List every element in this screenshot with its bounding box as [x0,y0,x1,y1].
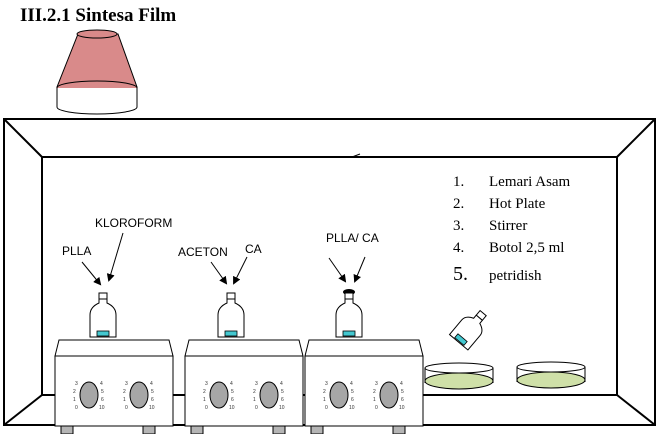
bottle-1 [89,292,117,338]
legend-num-2: 2. [453,196,464,212]
hot-plate-1 [54,339,174,434]
legend-num-5: 5. [453,263,468,285]
legend-item-1: Lemari Asam [489,174,571,190]
hot-plate-3 [304,339,424,434]
petri-dish-1 [424,362,494,390]
legend-item-3: Stirrer [489,218,527,234]
legend: 1. Lemari Asam 2. Hot Plate 3. Stirrer 4… [453,174,571,285]
page-title: III.2.1 Sintesa Film [20,5,177,26]
legend-item-5: petridish [489,268,542,284]
label-ca: CA [245,242,262,256]
arrow-kloroform [106,232,124,282]
legend-item-4: Botol 2,5 ml [489,240,564,256]
bottle-tilted [448,309,487,351]
hot-plate-2 [184,339,304,434]
lamp-shade [56,29,138,115]
legend-num-3: 3. [453,218,464,234]
arrow-plla-ca-right [353,256,366,283]
label-kloroform: KLOROFORM [95,216,172,230]
arrow-plla-ca-left [328,257,347,283]
arrow-ca [233,256,248,285]
label-plla: PLLA [62,244,91,258]
legend-item-2: Hot Plate [489,196,546,212]
bottle-2 [217,292,245,338]
bottle-3 [335,289,363,338]
legend-num-1: 1. [453,174,464,190]
arrow-plla [81,261,102,286]
arrow-aceton [210,261,228,285]
petri-dish-2 [516,361,586,389]
legend-num-4: 4. [453,240,464,256]
label-aceton: ACETON [178,245,228,259]
label-plla-ca: PLLA/ CA [326,231,379,245]
